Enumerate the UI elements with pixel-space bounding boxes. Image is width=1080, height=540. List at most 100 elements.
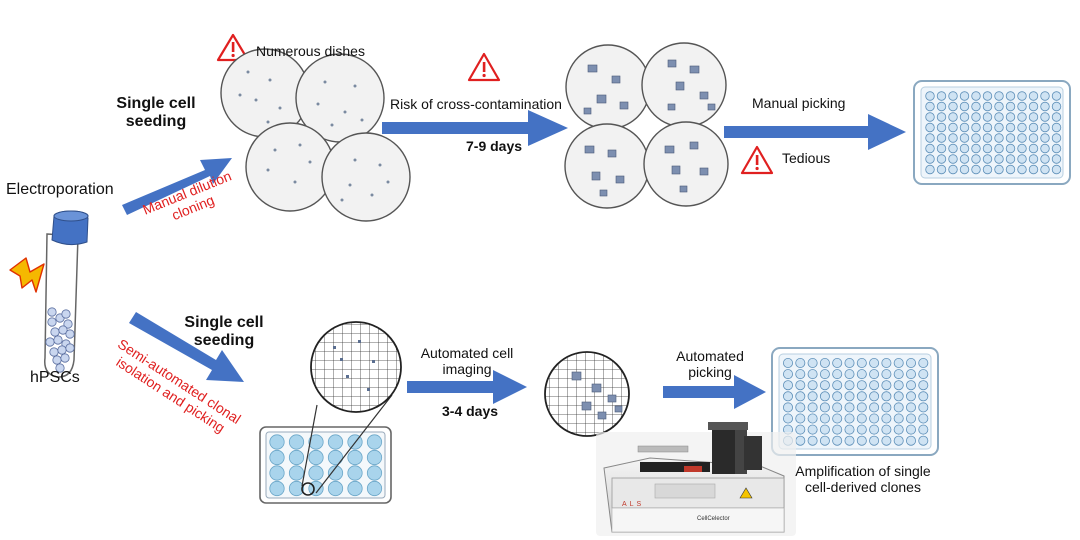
well [347, 480, 363, 497]
well [893, 380, 904, 391]
amplification-label: Amplification of single cell-derived clo… [778, 463, 948, 495]
well [959, 122, 970, 133]
cell [47, 307, 57, 317]
well-plate-24 [259, 426, 392, 504]
well [948, 112, 958, 122]
electroporation-label: Electroporation [6, 181, 114, 198]
well [936, 112, 947, 122]
well [819, 357, 830, 368]
well [807, 402, 818, 413]
well [925, 164, 935, 175]
well [1005, 91, 1016, 101]
well-plate-96-manual [913, 80, 1071, 185]
well [881, 357, 892, 368]
well [971, 112, 981, 122]
well [832, 357, 843, 368]
well [832, 402, 843, 413]
well [1051, 122, 1062, 133]
well [906, 369, 917, 380]
cell [49, 347, 59, 357]
well [918, 413, 929, 424]
well [906, 380, 917, 391]
well [994, 143, 1004, 154]
well [906, 424, 917, 435]
well [844, 402, 855, 413]
bottom-seeding-label: Single cell seeding [172, 314, 276, 351]
well [869, 413, 880, 424]
well [795, 402, 806, 413]
well [1017, 133, 1027, 143]
well [1040, 133, 1050, 143]
well [269, 480, 285, 497]
well [925, 133, 935, 143]
well [1005, 122, 1016, 133]
well [1017, 154, 1027, 164]
well [971, 133, 981, 143]
well [918, 424, 929, 435]
well [844, 380, 855, 391]
arrow-to-top-dishes [122, 158, 232, 215]
well [795, 435, 806, 446]
cellcelector-instrument [596, 422, 796, 536]
well [807, 424, 818, 435]
well [1051, 143, 1062, 154]
well [1005, 154, 1016, 164]
well [994, 164, 1004, 175]
well [1040, 164, 1050, 175]
well [819, 380, 830, 391]
well [918, 391, 929, 402]
top-seeding-line2: seeding [125, 113, 187, 131]
well [819, 413, 830, 424]
cell [52, 355, 62, 365]
well [869, 391, 880, 402]
well [832, 413, 843, 424]
well [906, 357, 917, 368]
automated-picking-label: Automated picking [660, 348, 760, 380]
well [994, 91, 1004, 101]
automated-imaging-line2: imaging [442, 361, 492, 378]
well [327, 434, 344, 450]
well [893, 413, 904, 424]
well [288, 449, 305, 466]
well [807, 391, 818, 402]
well [819, 369, 830, 380]
well [982, 112, 993, 122]
well [1017, 91, 1027, 101]
well [1051, 164, 1062, 175]
well [982, 154, 993, 164]
well [1028, 133, 1039, 143]
well [869, 435, 880, 446]
well [936, 154, 947, 164]
automated-picking-line1: Automated [676, 348, 744, 364]
well [1005, 133, 1016, 143]
well [1040, 112, 1050, 122]
well [1028, 154, 1039, 164]
well [959, 133, 970, 143]
well [948, 143, 958, 154]
well [906, 391, 917, 402]
well [881, 391, 892, 402]
well [971, 101, 981, 112]
well [906, 413, 917, 424]
well [925, 143, 935, 154]
cell [65, 343, 75, 353]
well [844, 435, 855, 446]
cell [58, 325, 68, 335]
well [795, 391, 806, 402]
well [327, 449, 344, 466]
well [832, 380, 843, 391]
automated-imaging-line1: Automated cell [420, 345, 514, 361]
well [918, 357, 929, 368]
well [269, 465, 285, 481]
well [795, 369, 806, 380]
hpscs-label: hPSCs [30, 369, 80, 386]
well-plate-96-automated [771, 347, 939, 456]
warning-icon [216, 33, 250, 62]
well [936, 91, 947, 101]
well [366, 480, 383, 497]
well [925, 101, 935, 112]
well [893, 369, 904, 380]
well [936, 133, 947, 143]
warning-icon [467, 52, 501, 82]
well [982, 164, 993, 175]
